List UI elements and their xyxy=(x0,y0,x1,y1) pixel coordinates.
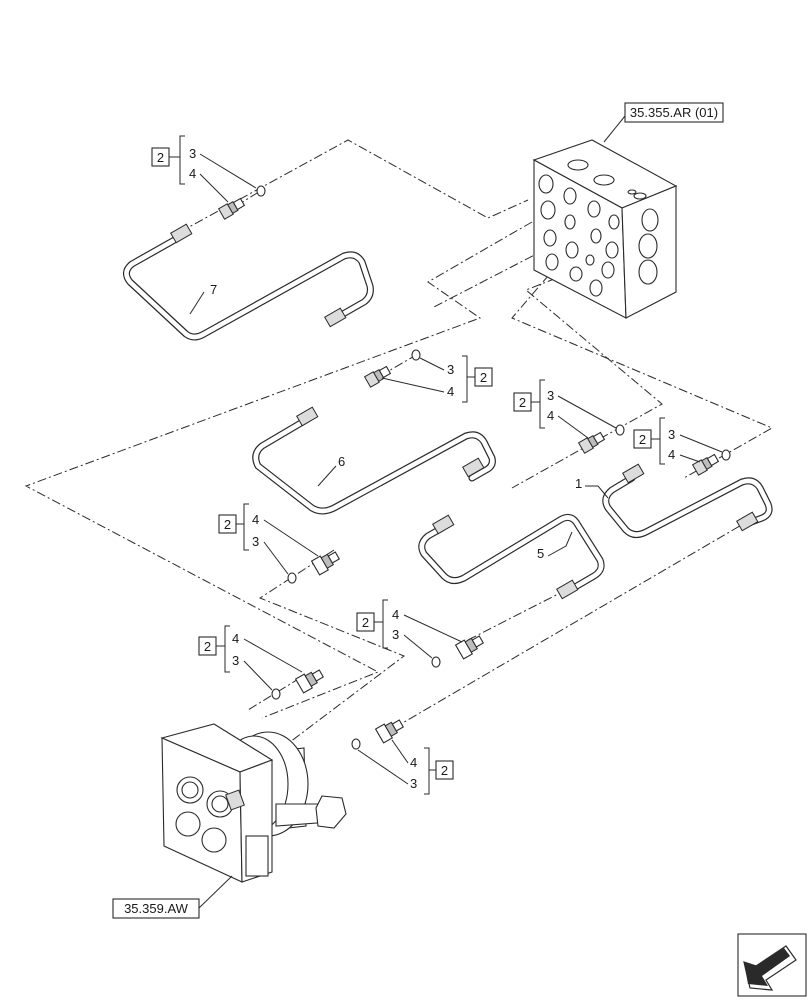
o-ring xyxy=(271,688,281,700)
joystick-assembly xyxy=(160,723,347,883)
o-ring xyxy=(256,185,266,197)
path-pipe6-left xyxy=(258,549,406,743)
o-ring xyxy=(287,572,297,584)
svg-text:2: 2 xyxy=(204,639,211,654)
svg-text:3: 3 xyxy=(189,146,196,161)
svg-text:3: 3 xyxy=(668,427,675,442)
o-ring xyxy=(411,349,421,361)
adapter-fitting xyxy=(363,365,392,388)
valve-reference-callout: 35.355.AR (01) xyxy=(603,102,724,143)
pipe-7 xyxy=(123,223,374,341)
svg-text:4: 4 xyxy=(668,447,675,462)
adapter-fitting xyxy=(294,669,325,694)
callout-group-h: 2 4 3 xyxy=(357,739,454,795)
pipe-6 xyxy=(252,406,496,515)
adapter-fitting xyxy=(577,431,606,454)
svg-text:2: 2 xyxy=(639,432,646,447)
svg-text:3: 3 xyxy=(392,627,399,642)
callout-group-d: 2 3 4 xyxy=(633,417,723,465)
adapter-fitting xyxy=(691,453,720,476)
svg-text:4: 4 xyxy=(392,607,399,622)
svg-text:2: 2 xyxy=(480,370,487,385)
valve-reference-label: 35.355.AR (01) xyxy=(630,105,718,120)
callout-pipe-1: 1 xyxy=(575,476,582,491)
adapter-fitting xyxy=(310,551,341,576)
path-pipe7-top xyxy=(179,139,529,233)
path-valve-down-left xyxy=(24,221,533,719)
adapter-fitting xyxy=(217,197,246,220)
valve-block xyxy=(532,139,678,319)
svg-text:3: 3 xyxy=(447,362,454,377)
path-valve-mid xyxy=(431,247,549,309)
callout-pipe-7: 7 xyxy=(210,282,217,297)
o-ring xyxy=(721,449,731,461)
svg-text:4: 4 xyxy=(447,384,454,399)
adapter-fitting xyxy=(374,719,405,744)
pipe-callouts: 7 6 5 1 xyxy=(189,282,609,561)
svg-text:4: 4 xyxy=(410,755,417,770)
path-valve-right xyxy=(511,261,774,479)
adapter-fitting xyxy=(454,635,485,660)
callout-group-f: 2 4 3 xyxy=(356,599,463,659)
callout-pipe-5: 5 xyxy=(537,546,544,561)
svg-text:2: 2 xyxy=(441,763,448,778)
callout-pipe-6: 6 xyxy=(338,454,345,469)
svg-text:2: 2 xyxy=(157,150,164,165)
next-page-arrow-icon[interactable] xyxy=(737,933,807,997)
svg-text:3: 3 xyxy=(547,388,554,403)
pipe-5 xyxy=(418,513,605,600)
svg-text:4: 4 xyxy=(189,166,196,181)
svg-text:2: 2 xyxy=(519,395,526,410)
svg-text:2: 2 xyxy=(362,615,369,630)
callout-group-b: 2 3 4 xyxy=(381,355,493,403)
svg-text:4: 4 xyxy=(547,408,554,423)
pipe-1 xyxy=(602,463,773,539)
o-ring xyxy=(431,656,441,668)
svg-text:4: 4 xyxy=(232,631,239,646)
joystick-reference-callout: 35.359.AW xyxy=(112,875,233,919)
callout-group-g: 2 4 3 xyxy=(198,625,303,691)
callout-group-c: 2 3 4 xyxy=(513,379,617,439)
o-ring xyxy=(351,738,361,750)
path-pipe1 xyxy=(393,519,751,729)
joystick-reference-label: 35.359.AW xyxy=(124,901,189,916)
path-pipe5 xyxy=(467,589,567,641)
callout-group-e: 2 4 3 xyxy=(218,503,319,575)
svg-text:3: 3 xyxy=(232,653,239,668)
svg-text:4: 4 xyxy=(252,512,259,527)
svg-text:3: 3 xyxy=(410,776,417,791)
callout-group-a: 2 3 4 xyxy=(151,135,257,203)
svg-text:2: 2 xyxy=(224,517,231,532)
svg-text:3: 3 xyxy=(252,534,259,549)
o-ring xyxy=(615,424,625,436)
fittings xyxy=(217,185,731,750)
